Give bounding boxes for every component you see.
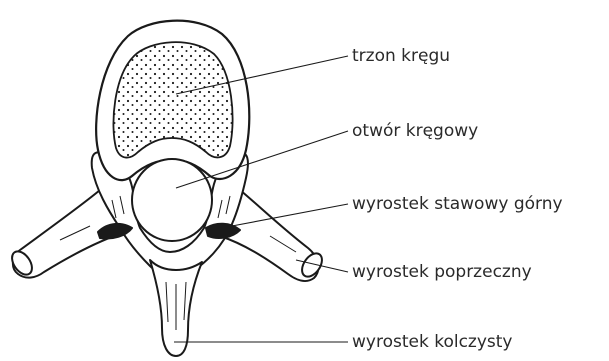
label-transverse-process: wyrostek poprzeczny <box>352 262 532 282</box>
vertebral-body <box>96 21 249 180</box>
label-vertebral-body: trzon kręgu <box>352 46 450 66</box>
label-spinous-process: wyrostek kolczysty <box>352 332 513 352</box>
label-superior-articular-process: wyrostek stawowy górny <box>352 194 563 214</box>
vertebral-foramen <box>132 159 212 241</box>
label-vertebral-foramen: otwór kręgowy <box>352 121 478 141</box>
